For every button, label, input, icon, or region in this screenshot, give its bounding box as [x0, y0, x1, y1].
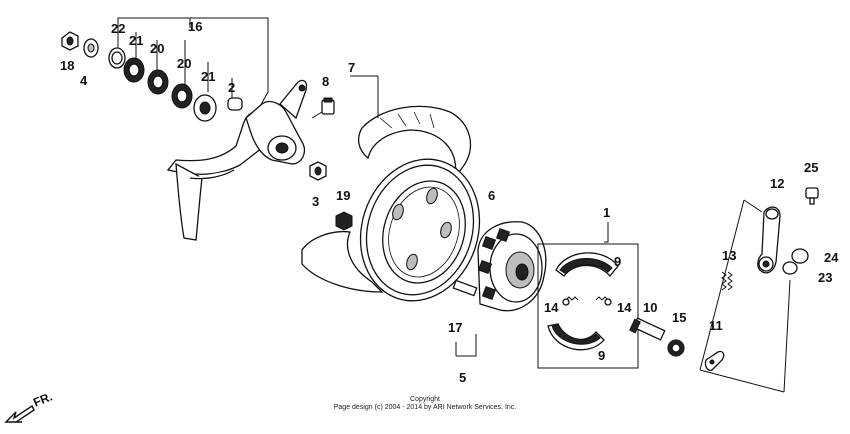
callout-25: 25 [804, 160, 818, 175]
bearing-20-outer[interactable] [147, 69, 169, 95]
callout-1: 1 [603, 205, 610, 220]
callout-6: 6 [488, 188, 495, 203]
bearing-group-leaders [117, 17, 269, 111]
callout-4: 4 [80, 73, 88, 88]
callout-20b: 20 [177, 56, 191, 71]
seal-15[interactable] [667, 339, 685, 357]
brake-shoe-lower[interactable] [547, 323, 605, 351]
callout-20a: 20 [150, 41, 164, 56]
callout-22: 22 [111, 21, 125, 36]
tire-lower[interactable] [301, 230, 384, 293]
callout-5: 5 [459, 370, 466, 385]
bearing-21-outer[interactable] [123, 57, 145, 83]
collar-2[interactable] [227, 97, 243, 111]
copyright-line-2: Page design (c) 2004 - 2014 by ARI Netwo… [333, 404, 517, 411]
callout-21b: 21 [201, 69, 215, 84]
callout-16: 16 [188, 19, 202, 34]
spring-13[interactable] [721, 271, 733, 291]
callout-7: 7 [348, 60, 355, 75]
brake-hub[interactable] [477, 221, 547, 312]
front-direction-arrow: FR. [4, 392, 54, 423]
nut-24[interactable] [791, 248, 809, 264]
callout-12: 12 [770, 176, 784, 191]
callout-19: 19 [336, 188, 350, 203]
nut-3[interactable] [309, 161, 327, 181]
callout-14b: 14 [617, 300, 632, 315]
wheel-rim[interactable] [343, 144, 498, 317]
collar-23[interactable] [782, 261, 798, 275]
callout-labels: 18 4 22 21 20 16 20 21 2 8 7 3 19 6 1 9 … [60, 19, 839, 385]
tire-upper[interactable] [357, 105, 472, 179]
callout-23: 23 [818, 270, 832, 285]
brake-shoe-upper[interactable] [555, 252, 619, 278]
leader-5-17 [455, 334, 477, 357]
seal-22[interactable] [108, 47, 126, 69]
hub-stud[interactable] [452, 279, 478, 297]
brake-cam-10[interactable] [629, 317, 666, 341]
callout-8: 8 [322, 74, 329, 89]
bearing-20-inner[interactable] [171, 83, 193, 109]
spring-14-left[interactable] [562, 296, 579, 306]
callout-11: 11 [709, 318, 723, 333]
copyright-notice: Copyright Page design (c) 2004 - 2014 by… [300, 396, 550, 412]
bearing-21-inner[interactable] [193, 94, 217, 122]
brake-shoe-box [537, 222, 639, 369]
callout-9b: 9 [598, 348, 605, 363]
callout-24: 24 [824, 250, 839, 265]
front-direction-label: FR. [31, 392, 54, 410]
indicator-11[interactable] [704, 350, 725, 372]
brake-arm-12[interactable] [757, 206, 781, 274]
callout-17: 17 [448, 320, 462, 335]
callout-18: 18 [60, 58, 74, 73]
valve-8[interactable] [311, 97, 335, 119]
copyright-line-1: Copyright [410, 396, 440, 403]
callout-3: 3 [312, 194, 319, 209]
collar-4[interactable] [83, 38, 99, 58]
callout-10: 10 [643, 300, 657, 315]
callout-21a: 21 [129, 33, 143, 48]
nut-18[interactable] [61, 31, 79, 51]
spring-14-right[interactable] [595, 296, 612, 306]
swing-arm[interactable] [166, 79, 308, 241]
nut-19[interactable] [335, 211, 353, 231]
callout-14a: 14 [544, 300, 559, 315]
callout-9a: 9 [614, 254, 621, 269]
bolt-25[interactable] [805, 187, 819, 205]
brake-arm-leaders [699, 199, 791, 393]
callout-2: 2 [228, 80, 235, 95]
callout-15: 15 [672, 310, 686, 325]
callout-13: 13 [722, 248, 736, 263]
